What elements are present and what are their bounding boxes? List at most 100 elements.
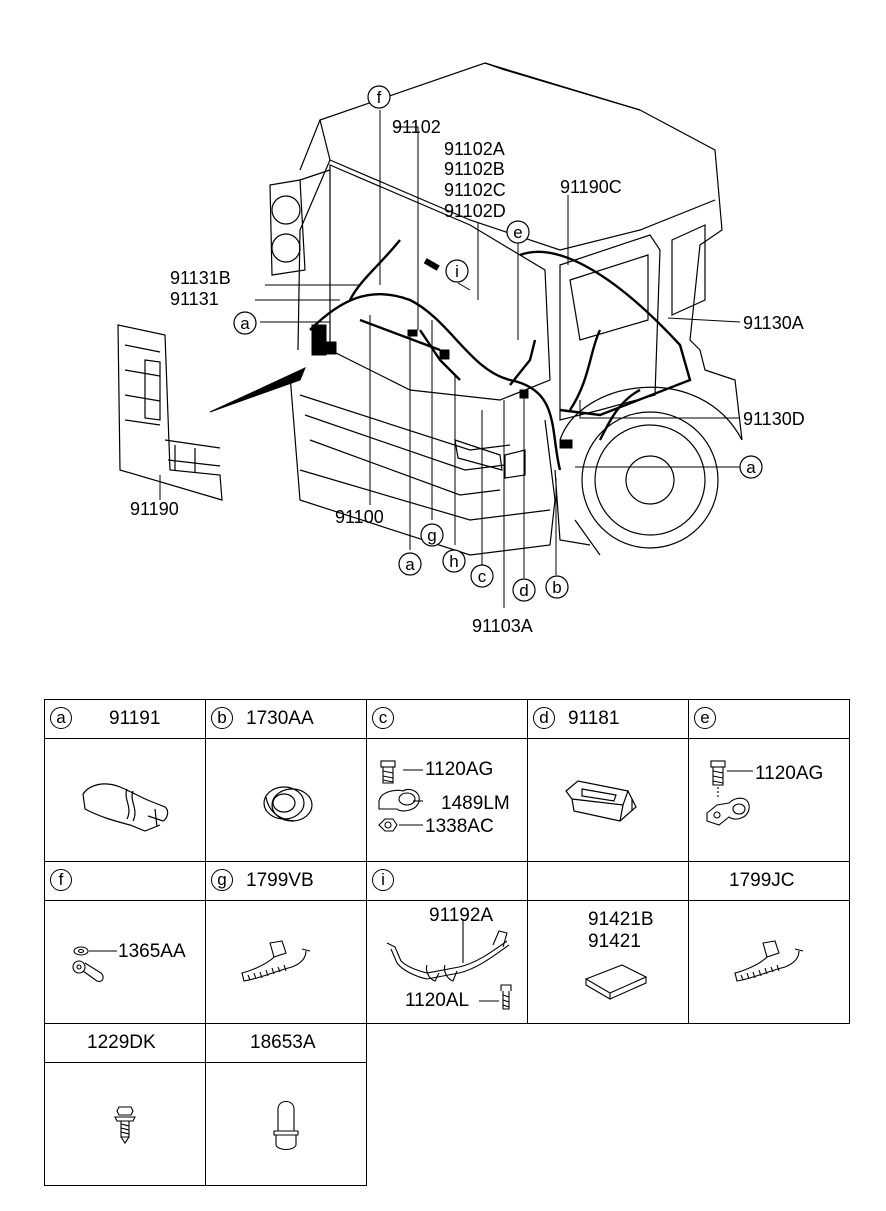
- cable-tie-icon: [734, 940, 804, 982]
- label-91130A: 91130A: [743, 313, 804, 333]
- part-number-91181: 91181: [568, 708, 620, 729]
- part-number-i-bracket: 91192A: [429, 905, 494, 926]
- cell-c-body: 1120AG 1489LM 1338AC: [366, 738, 528, 862]
- svg-text:i: i: [455, 262, 459, 281]
- callout-e: e: [506, 220, 530, 244]
- leader-lines: [159, 110, 741, 608]
- table-row: 1229DK 18653A: [44, 1023, 850, 1063]
- cell-c-header: c: [366, 699, 528, 739]
- cell-i-header: i: [366, 861, 528, 901]
- cell-l-body: [688, 900, 850, 1024]
- washer-terminal-icon: [72, 946, 117, 982]
- part-number-c-bolt: 1120AG: [425, 759, 494, 780]
- pad-icon: [584, 964, 648, 1000]
- callout-d: d: [512, 578, 536, 602]
- part-number-1799JC: 1799JC: [729, 870, 795, 891]
- cell-e-header: e: [688, 699, 850, 739]
- letter-badge-d: d: [533, 707, 555, 729]
- cell-b-body: [205, 738, 367, 862]
- callout-a-bottom: a: [398, 552, 422, 576]
- svg-text:h: h: [449, 552, 458, 571]
- connector-block-icon: [565, 780, 637, 822]
- letter-badge-a: a: [50, 707, 72, 729]
- bracket-bolt-icon: [386, 919, 512, 1010]
- svg-text:a: a: [405, 555, 415, 574]
- table-row: f g 1799VB i 1799JC: [44, 861, 850, 901]
- connectors: [209, 258, 573, 449]
- table-row: [44, 1062, 850, 1186]
- label-91103A: 91103A: [472, 616, 533, 636]
- svg-text:a: a: [746, 458, 756, 477]
- parts-table: a 91191 b 1730AA c d 91181 e: [44, 699, 850, 1186]
- bolt-clamp-nut-icon: [378, 760, 423, 832]
- cell-b-header: b 1730AA: [205, 699, 367, 739]
- callout-a-right: a: [739, 455, 763, 479]
- table-row: 1365AA: [44, 900, 850, 1024]
- label-91190: 91190: [130, 499, 179, 519]
- bulb-icon: [273, 1100, 299, 1151]
- letter-badge-f: f: [50, 869, 72, 891]
- cell-m-body: [44, 1062, 206, 1186]
- letter-badge-i: i: [372, 869, 394, 891]
- cell-l-header: 1799JC: [688, 861, 850, 901]
- cell-a-header: a 91191: [44, 699, 206, 739]
- cell-g-header: g 1799VB: [205, 861, 367, 901]
- part-number-i-bolt: 1120AL: [405, 990, 470, 1011]
- label-91102A: 91102A: [444, 139, 505, 159]
- cell-i-body: 91192A 1120AL: [366, 900, 528, 1024]
- svg-text:d: d: [519, 581, 528, 600]
- label-91190C: 91190C: [560, 177, 622, 197]
- letter-badge-e: e: [694, 707, 716, 729]
- cell-e-body: 1120AG: [688, 738, 850, 862]
- part-number-91421: 91421: [588, 931, 641, 952]
- label-91102B: 91102B: [444, 159, 505, 179]
- bolt-clip-icon: [706, 760, 753, 826]
- cell-n-body: [205, 1062, 367, 1186]
- callout-c: c: [470, 564, 494, 588]
- svg-text:g: g: [427, 526, 436, 545]
- callout-h: h: [442, 549, 466, 573]
- cell-f-body: 1365AA: [44, 900, 206, 1024]
- part-number-1730AA: 1730AA: [246, 708, 314, 729]
- table-row: a 91191 b 1730AA c d 91181 e: [44, 699, 850, 739]
- part-number-c-nut: 1338AC: [425, 816, 494, 837]
- letter-badge-b: b: [211, 707, 233, 729]
- part-number-e-bolt: 1120AG: [755, 763, 824, 784]
- cell-k-header: [527, 861, 689, 901]
- part-number-1229DK: 1229DK: [87, 1032, 156, 1053]
- label-91100: 91100: [335, 507, 384, 527]
- part-labels: 91102 91102A 91102B 91102C 91102D 91190C…: [130, 117, 805, 636]
- svg-text:e: e: [513, 223, 522, 242]
- svg-text:a: a: [240, 314, 250, 333]
- cell-k-body: 91421B 91421: [527, 900, 689, 1024]
- grommet-icon: [263, 786, 313, 822]
- svg-text:b: b: [552, 578, 561, 597]
- cable-tie-icon: [241, 940, 311, 982]
- label-91130D: 91130D: [743, 409, 805, 429]
- svg-text:f: f: [377, 88, 382, 107]
- cell-d-body: [527, 738, 689, 862]
- svg-text:c: c: [478, 567, 487, 586]
- screw-icon: [114, 1106, 136, 1144]
- cell-g-body: [205, 900, 367, 1024]
- wire-harness: [309, 239, 692, 471]
- cell-n-header: 18653A: [205, 1023, 367, 1063]
- label-91102C: 91102C: [444, 180, 506, 200]
- letter-badge-g: g: [211, 869, 233, 891]
- label-91131B: 91131B: [170, 268, 231, 288]
- table-row: 1120AG 1489LM 1338AC: [44, 738, 850, 862]
- part-number-91421B: 91421B: [588, 909, 654, 930]
- label-91131: 91131: [170, 289, 219, 309]
- cell-a-body: [44, 738, 206, 862]
- callout-i: i: [445, 259, 469, 283]
- part-number-c-clamp: 1489LM: [441, 793, 510, 814]
- letter-badge-c: c: [372, 707, 394, 729]
- callout-a-left: a: [233, 311, 257, 335]
- part-number-1799VB: 1799VB: [246, 870, 314, 891]
- callout-f: f: [367, 85, 391, 109]
- harness-protector-icon: [82, 783, 169, 832]
- wiring-harness-diagram: 91102 91102A 91102B 91102C 91102D 91190C…: [117, 62, 805, 636]
- cell-f-header: f: [44, 861, 206, 901]
- cell-m-header: 1229DK: [44, 1023, 206, 1063]
- part-number-f-washer: 1365AA: [118, 941, 186, 962]
